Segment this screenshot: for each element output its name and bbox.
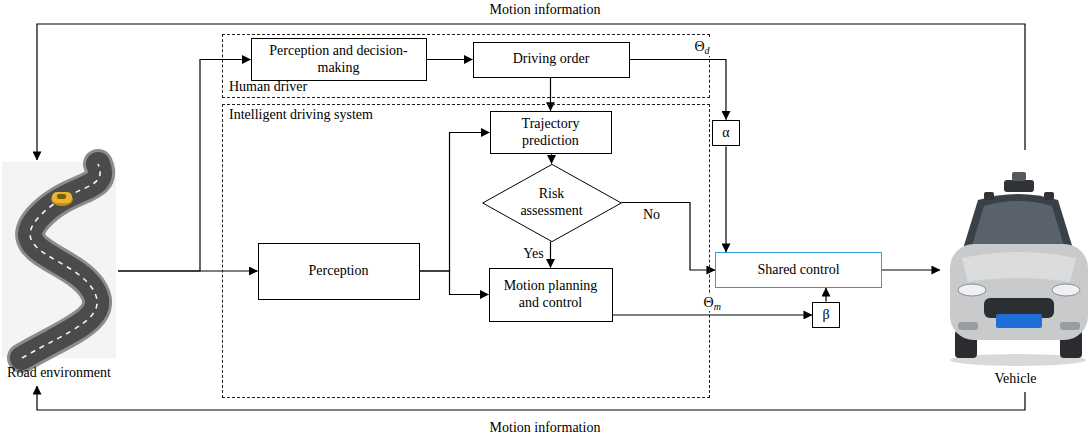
connector — [118, 270, 258, 271]
node-label: Driving order — [513, 51, 590, 68]
process-box: Motion planning and control — [489, 268, 613, 322]
group-label: Intelligent driving system — [229, 107, 373, 124]
node-label: Vehicle — [995, 371, 1037, 388]
connector — [725, 146, 726, 252]
group-box: Human driver Perception and decision-maki… — [222, 34, 710, 98]
connector — [613, 314, 813, 315]
node-label: Road environment — [7, 365, 111, 382]
edge-label: Motion information — [488, 420, 603, 437]
connector — [825, 288, 826, 302]
road-illustration — [2, 162, 116, 358]
node-label: Trajectory prediction — [506, 116, 596, 150]
node-label: Perception — [309, 263, 369, 280]
group-box: Intelligent driving systemTrajectory pre… — [222, 104, 710, 398]
connector — [420, 271, 489, 295]
group-label: Human driver — [229, 79, 307, 96]
edge-label: Θm — [702, 295, 723, 312]
edge-label: Motion information — [488, 2, 603, 19]
vehicle-illustration — [950, 172, 1088, 366]
connector — [420, 133, 490, 272]
weight-box: β — [812, 302, 840, 329]
connector — [37, 24, 1025, 160]
process-box: Perception and decision-making — [251, 38, 427, 82]
connector — [550, 78, 551, 111]
decision-diamond: Risk assessment — [482, 164, 622, 242]
connector — [427, 59, 473, 60]
connector — [551, 154, 552, 163]
node-label: Motion planning and control — [497, 278, 605, 312]
connector — [622, 203, 716, 271]
node-label: α — [722, 125, 729, 142]
node-label: Perception and decision-making — [252, 43, 426, 77]
shared-control-box: Shared control — [715, 252, 882, 288]
connector — [882, 269, 940, 270]
connector — [630, 60, 727, 120]
process-box: Trajectory prediction — [490, 111, 612, 155]
connector — [37, 386, 1025, 410]
process-box: Perception — [258, 243, 420, 300]
weight-box: α — [712, 120, 740, 147]
road-environment: Road environment — [0, 160, 118, 386]
diamond-shape — [482, 164, 621, 241]
edge-label: Θd — [692, 39, 711, 56]
node-label: β — [822, 307, 829, 324]
vehicle: Vehicle — [940, 150, 1091, 392]
connector — [550, 242, 551, 268]
subscript: d — [705, 45, 710, 56]
node-label: Risk assessment — [512, 186, 592, 220]
edge-label: No — [641, 207, 662, 224]
node-label: Shared control — [757, 262, 839, 279]
edge-label: Yes — [521, 246, 545, 263]
subscript: m — [714, 301, 721, 312]
process-box: Driving order — [473, 42, 630, 78]
